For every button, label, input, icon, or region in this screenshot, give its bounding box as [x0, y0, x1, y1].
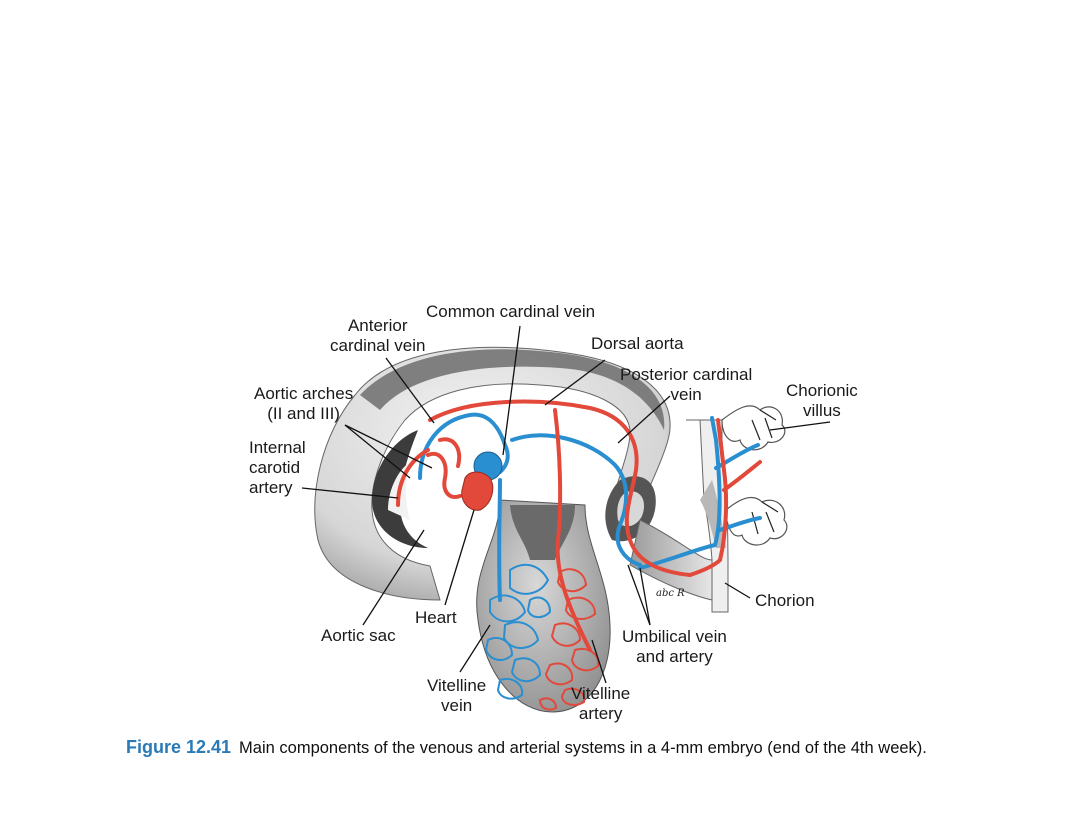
label-umbilical-vein-artery: Umbilical vein and artery [622, 627, 727, 666]
aortic-arch-2 [426, 451, 462, 499]
label-internal-carotid-artery: Internal carotid artery [249, 438, 306, 497]
leader-lines [301, 325, 831, 684]
label-common-cardinal-vein: Common cardinal vein [426, 302, 596, 321]
vitelline-vein [497, 478, 502, 602]
label-vitelline-vein: Vitelline vein [427, 676, 487, 715]
internal-carotid-artery [396, 448, 430, 507]
label-aortic-sac: Aortic sac [321, 626, 396, 645]
label-anterior-cardinal-vein: Anterior cardinal vein [330, 316, 426, 355]
caption-text: Main components of the venous and arteri… [239, 739, 927, 757]
arterial-system [396, 399, 762, 652]
caption-label: Figure 12.41 [126, 737, 232, 757]
artist-signature: abc R [656, 588, 685, 599]
dorsal-aorta [428, 399, 692, 577]
vitelline-plexus [484, 563, 600, 711]
label-aortic-arches: Aortic arches (II and III) [254, 384, 354, 423]
vitelline-artery [553, 408, 592, 652]
aortic-arch-3 [438, 437, 461, 468]
umbilical-vein [638, 416, 722, 570]
label-vitelline-artery: Vitelline artery [571, 684, 631, 723]
heart [461, 451, 503, 511]
label-posterior-cardinal-vein: Posterior cardinal vein [620, 365, 753, 404]
figure-caption: Figure 12.41 Main components of the venou… [126, 737, 927, 758]
chorionic-villi [721, 405, 788, 546]
label-chorionic-villus: Chorionic villus [786, 381, 858, 420]
yolk-sac [476, 499, 611, 713]
label-chorion: Chorion [755, 591, 815, 610]
label-dorsal-aorta: Dorsal aorta [591, 334, 684, 353]
label-heart: Heart [415, 608, 457, 627]
